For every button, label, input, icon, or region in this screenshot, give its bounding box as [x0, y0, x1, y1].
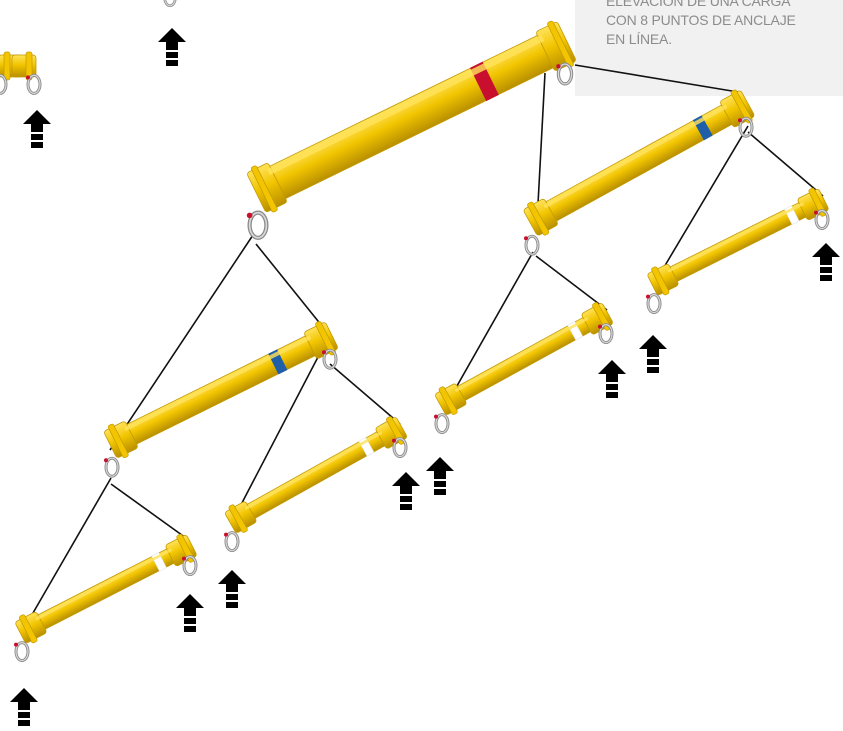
lift-arrow-icon — [598, 360, 626, 398]
shackle-icon — [246, 210, 269, 240]
spreader-beam — [0, 51, 37, 81]
shackle-icon — [224, 531, 240, 553]
caption-line-2: CON 8 PUNTOS DE ANCLAJE — [606, 12, 796, 28]
end-flange — [107, 423, 129, 459]
sling-lines — [21, 64, 824, 633]
beam-highlight — [267, 35, 545, 175]
sling-line — [747, 131, 824, 197]
beam-highlight — [543, 104, 728, 209]
beam-tube — [255, 31, 568, 203]
lift-arrow-icon — [426, 457, 454, 495]
shackle-icon — [646, 293, 662, 315]
beam-tube — [20, 541, 192, 637]
shackle-icon — [163, 0, 177, 8]
shackle-icon — [738, 116, 754, 138]
lift-arrow-icon — [639, 335, 667, 373]
lift-arrow-icon — [218, 570, 246, 608]
shackle-icon — [322, 348, 338, 370]
sling-line — [255, 243, 323, 327]
beam-highlight — [667, 202, 804, 273]
end-flange — [19, 614, 38, 644]
sling-line — [535, 255, 608, 311]
beam-highlight — [35, 548, 172, 621]
spreader-beam — [247, 20, 576, 213]
sling-line — [329, 363, 401, 425]
sling-line — [537, 72, 546, 205]
lift-arrow-icon — [158, 28, 186, 66]
caption-text: ELEVACIÓN DE UNA CARGA CON 8 PUNTOS DE A… — [606, 0, 838, 49]
beam-highlight — [244, 431, 383, 510]
sling-line — [574, 64, 739, 93]
shackle-icon — [392, 437, 408, 459]
shackle-icon — [14, 641, 30, 663]
sling-line — [653, 125, 749, 285]
lift-arrow-icon — [176, 594, 204, 632]
sling-line — [21, 477, 112, 633]
caption-line-1: ELEVACIÓN DE UNA CARGA — [606, 0, 791, 9]
caption-line-3: EN LÍNEA. — [606, 31, 672, 47]
spreader-beam — [104, 321, 338, 459]
beam-tube — [440, 309, 608, 409]
spreader-beam — [435, 302, 613, 415]
shackle-icon — [814, 209, 830, 231]
lift-arrow-icon — [23, 110, 51, 148]
end-flange — [527, 201, 550, 236]
end-flange — [228, 504, 248, 533]
shackle-icon — [0, 73, 8, 95]
spreader-beam — [225, 416, 407, 533]
beam-tube — [652, 195, 824, 289]
spreader-beams — [0, 0, 830, 663]
shackle-icon — [524, 234, 540, 256]
lift-point-arrows — [10, 28, 840, 726]
beam-tube — [230, 423, 402, 527]
beam-highlight — [124, 335, 312, 431]
end-flange — [438, 386, 458, 415]
sling-line — [231, 333, 331, 523]
sling-line — [110, 483, 187, 539]
beam-tube — [530, 97, 748, 229]
shackle-icon — [182, 555, 198, 577]
end-fitting — [11, 54, 37, 78]
shackle-icon — [434, 413, 450, 435]
sling-line — [448, 251, 534, 401]
spreader-beam — [523, 89, 755, 236]
shackle-icon — [26, 73, 42, 95]
lift-arrow-icon — [812, 243, 840, 281]
end-flange — [3, 51, 11, 81]
end-flange — [547, 20, 574, 68]
lift-arrow-icon — [10, 688, 38, 726]
shackle-icon — [556, 62, 574, 86]
spreader-beam — [647, 187, 829, 296]
shackle-icon — [598, 323, 614, 345]
spreader-beam — [15, 533, 197, 644]
end-flange — [250, 165, 278, 213]
shackle-icon — [104, 456, 120, 478]
sling-line — [109, 234, 254, 451]
end-flange — [651, 266, 670, 296]
lift-arrow-icon — [392, 472, 420, 510]
beam-highlight — [455, 317, 589, 392]
caption-box: ELEVACIÓN DE UNA CARGA CON 8 PUNTOS DE A… — [575, 0, 843, 96]
